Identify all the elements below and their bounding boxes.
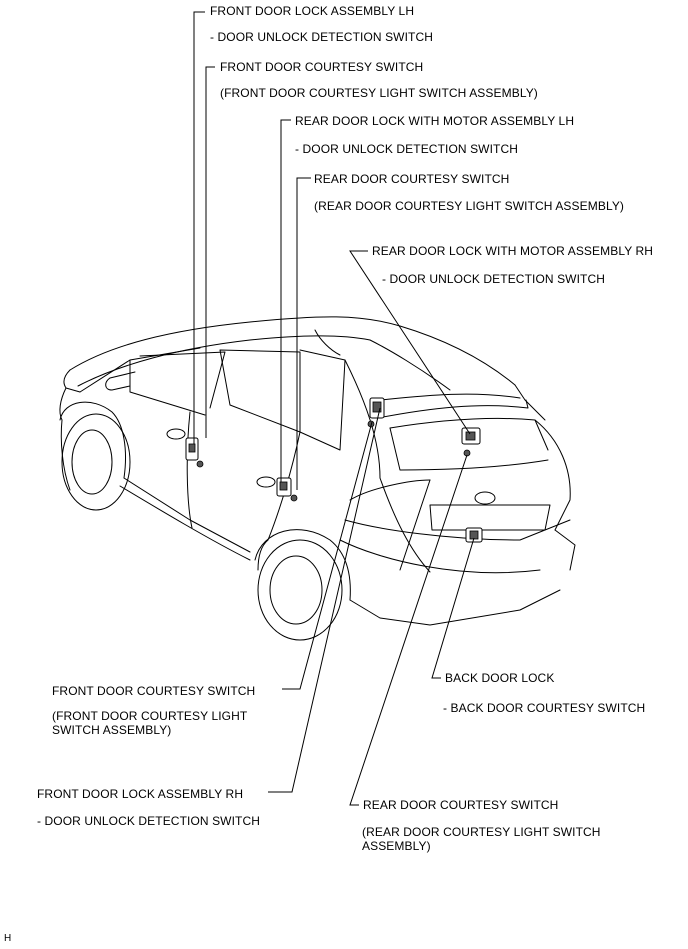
label-front-door-lock-rh-sub: - DOOR UNLOCK DETECTION SWITCH	[37, 814, 261, 828]
leader-front-door-lock-rh	[268, 407, 381, 793]
label-rear-courtesy-bottom-sub: (REAR DOOR COURTESY LIGHT SWITCH ASSEMBL…	[362, 825, 601, 853]
leader-back-door-lock	[431, 537, 475, 679]
part-front-door-handle	[166, 428, 186, 440]
part-rear-door-handle	[256, 476, 276, 488]
label-back-door-lock-sub: - BACK DOOR COURTESY SWITCH	[443, 701, 646, 715]
part-back-door-lock	[465, 527, 483, 543]
label-rear-door-lock-lh-title: REAR DOOR LOCK WITH MOTOR ASSEMBLY LH	[295, 114, 575, 128]
label-front-courtesy-top-sub: (FRONT DOOR COURTESY LIGHT SWITCH ASSEMB…	[220, 86, 538, 100]
label-front-courtesy-bottom-sub: (FRONT DOOR COURTESY LIGHT SWITCH ASSEMB…	[52, 709, 248, 737]
leader-rear-door-lock-rh	[349, 250, 471, 435]
leader-front-courtesy-top	[205, 66, 215, 438]
label-rear-courtesy-bottom-title: REAR DOOR COURTESY SWITCH	[363, 798, 559, 812]
label-front-door-lock-rh-title: FRONT DOOR LOCK ASSEMBLY RH	[37, 787, 244, 801]
leader-rear-courtesy-top	[296, 177, 311, 490]
corner-mark: H	[4, 933, 12, 944]
label-rear-courtesy-top-title: REAR DOOR COURTESY SWITCH	[314, 172, 510, 186]
label-rear-door-lock-rh-sub: - DOOR UNLOCK DETECTION SWITCH	[382, 272, 606, 286]
label-front-door-lock-lh-title: FRONT DOOR LOCK ASSEMBLY LH	[210, 4, 415, 18]
label-rear-door-lock-rh-title: REAR DOOR LOCK WITH MOTOR ASSEMBLY RH	[372, 244, 654, 258]
label-rear-door-lock-lh-sub: - DOOR UNLOCK DETECTION SWITCH	[295, 142, 519, 156]
label-rear-courtesy-top-sub: (REAR DOOR COURTESY LIGHT SWITCH ASSEMBL…	[314, 199, 625, 213]
part-rear-door-lock-lh	[276, 477, 298, 502]
leader-front-courtesy-bottom	[282, 421, 373, 690]
leader-rear-door-lock-lh	[280, 119, 291, 482]
leader-front-door-lock-lh	[193, 11, 205, 444]
leader-lines	[193, 11, 475, 806]
vehicle-outline	[59, 316, 576, 641]
label-back-door-lock-title: BACK DOOR LOCK	[445, 671, 555, 685]
part-rear-door-lock-rh	[461, 427, 481, 457]
part-front-door-lock-rh	[367, 397, 385, 428]
label-front-courtesy-top-title: FRONT DOOR COURTESY SWITCH	[220, 60, 424, 74]
label-front-door-lock-lh-sub: - DOOR UNLOCK DETECTION SWITCH	[210, 30, 434, 44]
part-front-door-lock-lh	[185, 437, 204, 468]
label-front-courtesy-bottom-title: FRONT DOOR COURTESY SWITCH	[52, 684, 256, 698]
leader-rear-courtesy-bottom	[349, 454, 468, 806]
